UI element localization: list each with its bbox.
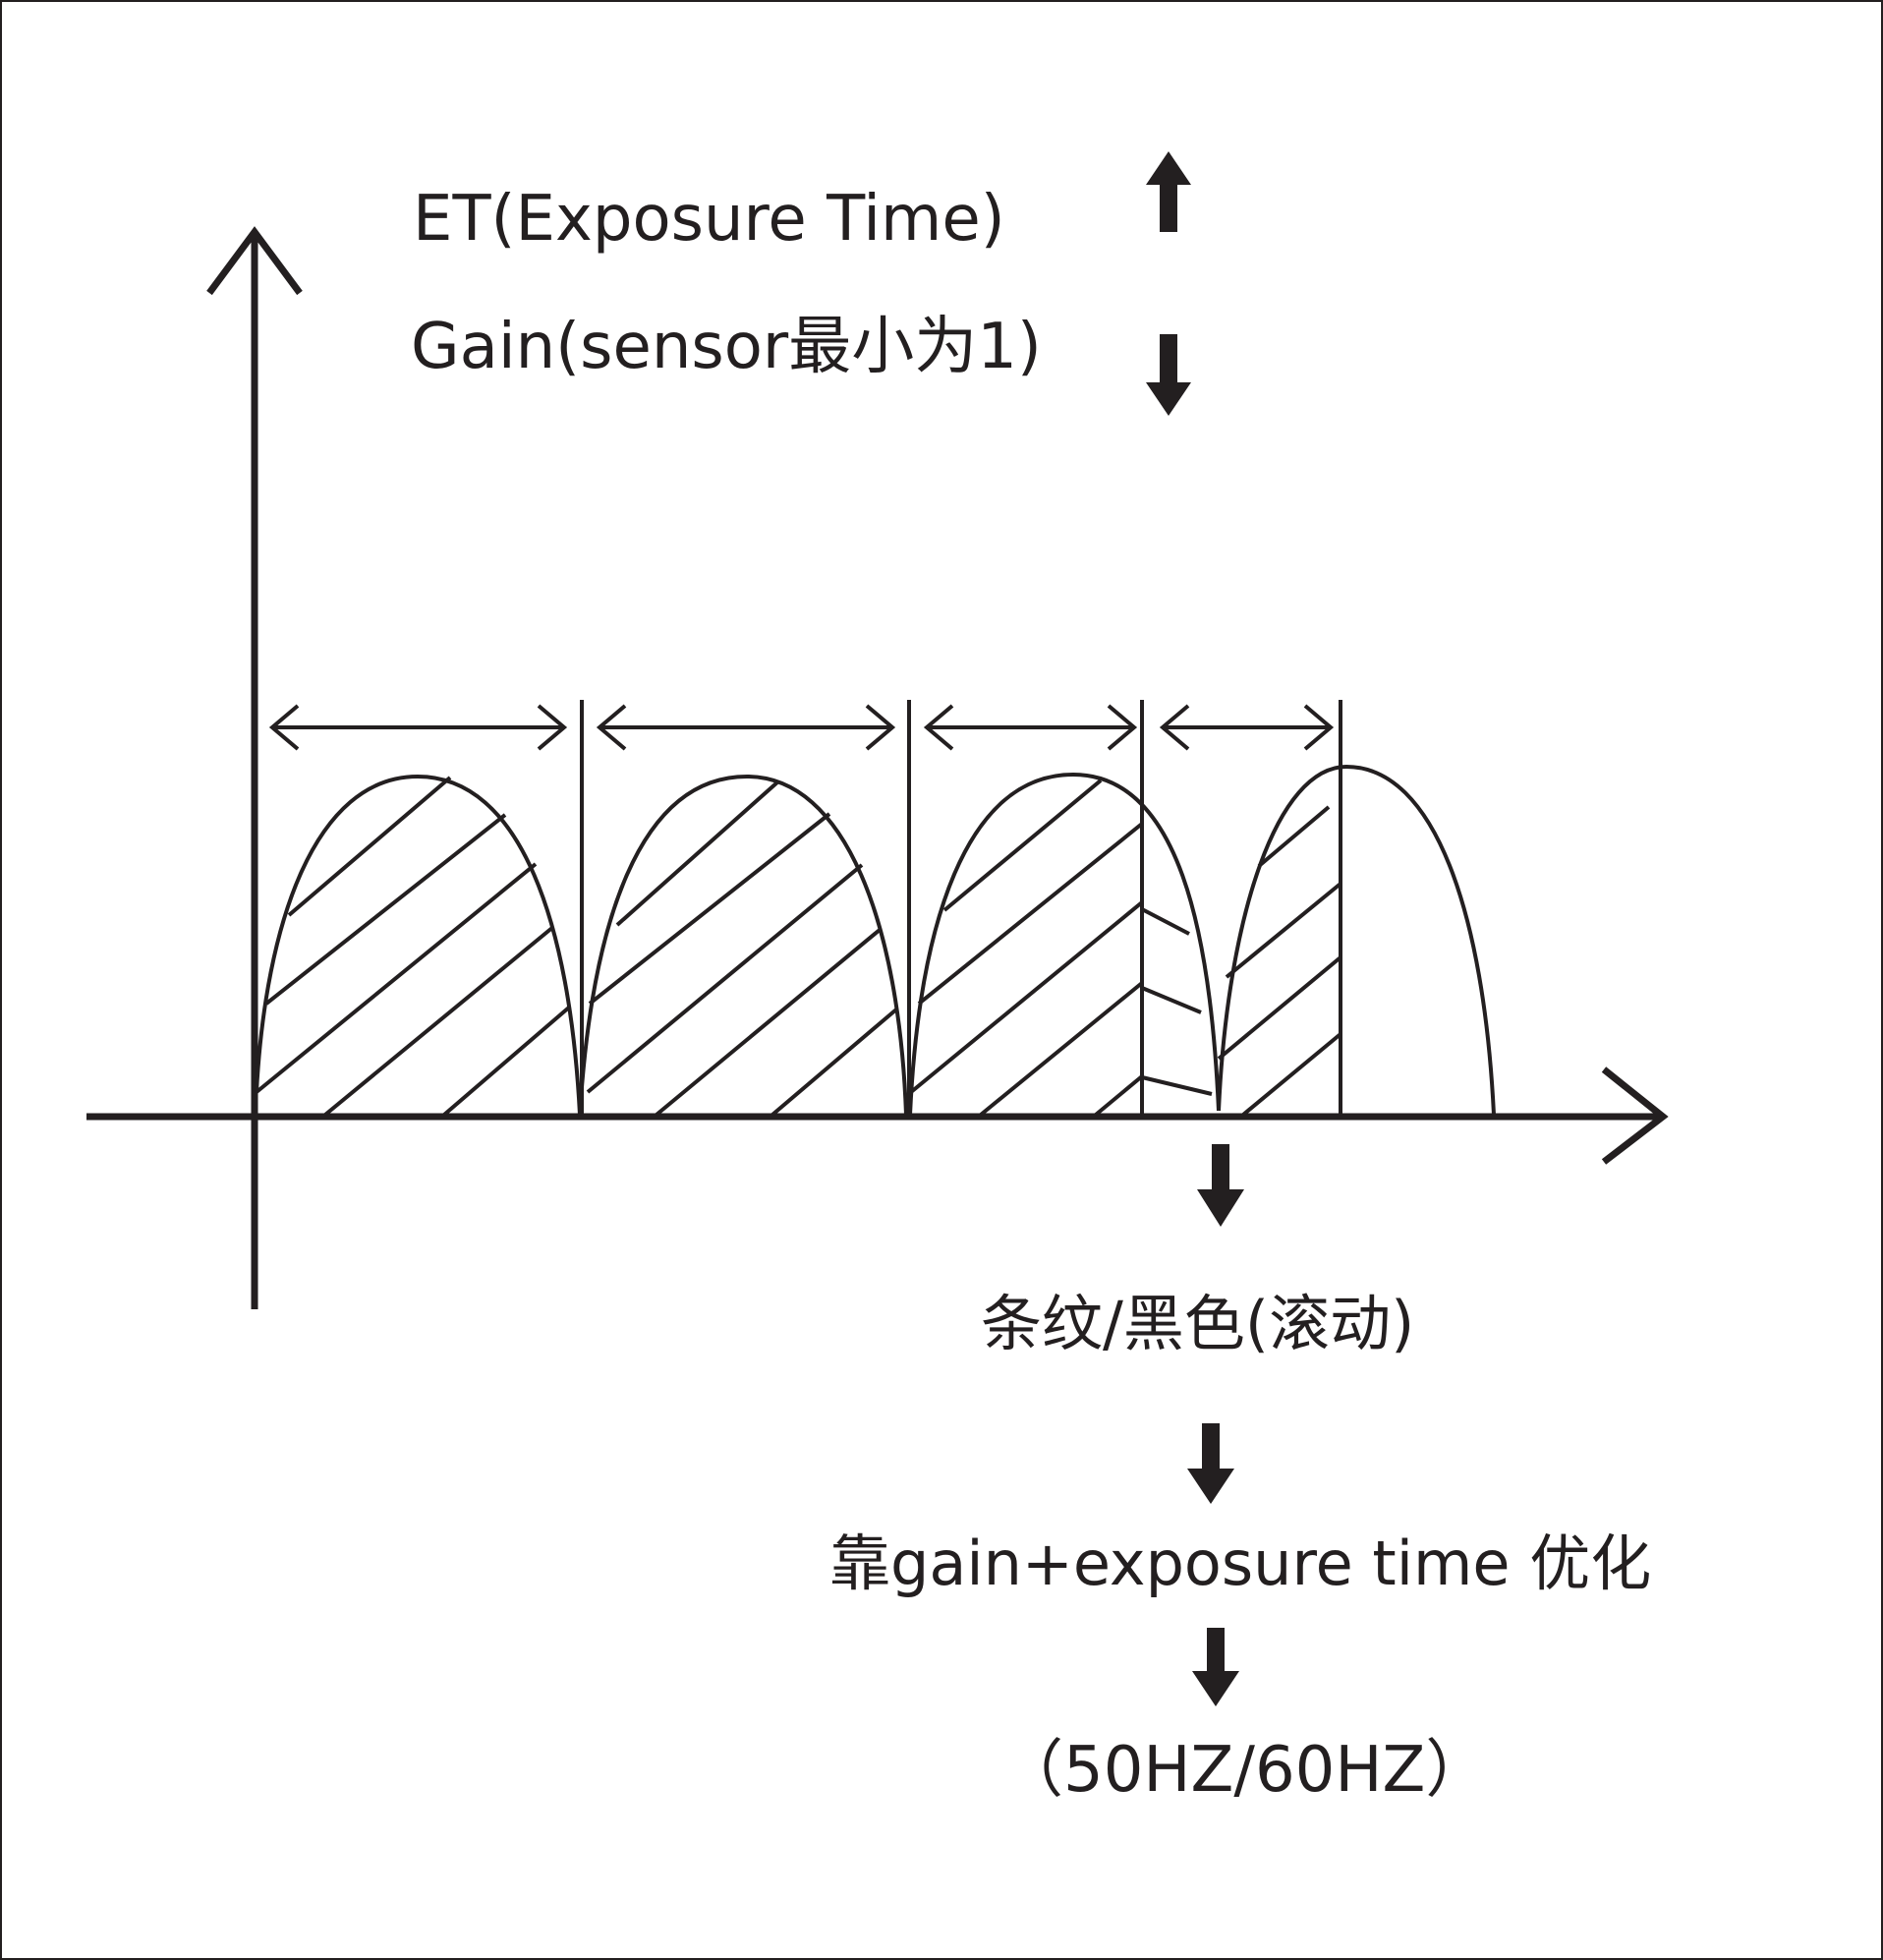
exposure-spans — [268, 704, 1335, 751]
hatch-line — [1094, 1074, 1144, 1117]
axes — [86, 226, 1669, 1309]
stripe-result-label: 条纹/黑色(滚动) — [981, 1288, 1414, 1359]
exposure-span-3 — [923, 704, 1138, 751]
frequency-label: （50HZ/60HZ） — [1000, 1734, 1488, 1807]
hatch-line — [1141, 986, 1202, 1014]
hatch-line — [588, 812, 831, 1006]
exposure-span-1 — [268, 704, 568, 751]
hatch-line — [615, 779, 780, 927]
hatch-line — [942, 778, 1103, 912]
hatch-line — [1257, 805, 1331, 868]
hatch-line — [770, 1008, 898, 1117]
light-pulse-2 — [578, 774, 908, 1116]
up-arrow-icon — [1146, 151, 1191, 232]
hatch-line — [264, 813, 507, 1006]
exposure-boundaries — [580, 700, 1342, 1115]
hatch-line — [917, 822, 1144, 1006]
indicator-arrows — [1146, 151, 1244, 1706]
exposure-span-4 — [1159, 704, 1335, 751]
light-pulse-1 — [255, 774, 582, 1116]
hatch-line — [1141, 907, 1190, 936]
light-pulse-4 — [1217, 764, 1496, 1116]
hatch-line — [979, 981, 1144, 1117]
hatch-line — [1241, 1032, 1342, 1117]
hatch-line — [655, 928, 882, 1117]
down-arrow-icon — [1197, 1144, 1244, 1227]
hatch-line — [323, 925, 555, 1117]
exposure-hatching — [255, 776, 1342, 1117]
y-axis-arrowhead — [206, 226, 303, 296]
light-waveform — [255, 764, 1496, 1116]
gain-label: Gain(sensor最小为1) — [411, 311, 1042, 383]
hatch-line — [586, 863, 864, 1094]
hatch-line — [1141, 1075, 1213, 1096]
hatch-line — [442, 1005, 572, 1117]
hatch-line — [1217, 955, 1342, 1061]
exposure-time-label: ET(Exposure Time) — [413, 183, 1005, 256]
hatch-line — [909, 900, 1144, 1094]
down-arrow-icon — [1187, 1423, 1234, 1504]
x-axis-arrowhead — [1601, 1066, 1669, 1165]
down-arrow-icon — [1192, 1628, 1239, 1706]
optimization-label: 靠gain+exposure time 优化 — [829, 1528, 1651, 1599]
light-pulse-3 — [908, 772, 1221, 1116]
hatch-line — [287, 776, 452, 917]
hatch-line — [1225, 882, 1342, 979]
hatch-line — [255, 862, 538, 1094]
down-arrow-icon — [1146, 334, 1191, 416]
exposure-span-2 — [596, 704, 896, 751]
